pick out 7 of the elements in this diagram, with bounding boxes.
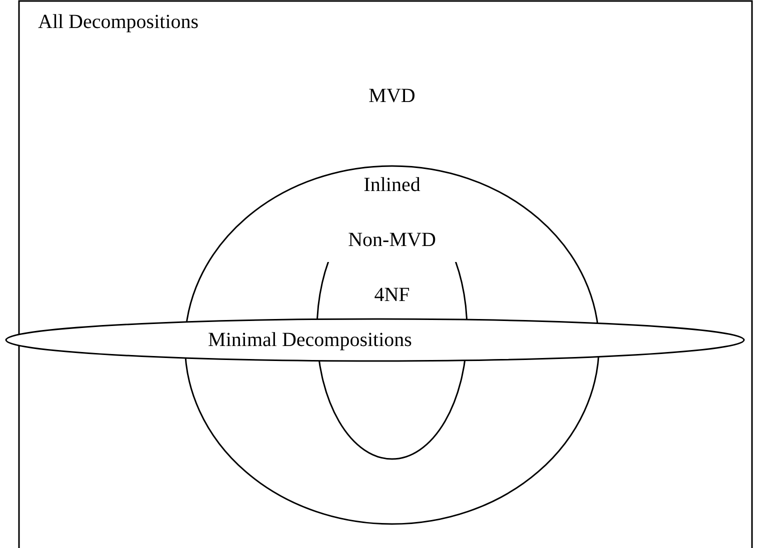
set-label: 4NF [374, 283, 410, 307]
set-label: All Decompositions [38, 10, 199, 34]
set-ellipse [184, 165, 600, 525]
region-label: MVD [368, 84, 416, 108]
set-label: Minimal Decompositions [208, 328, 412, 352]
region-label: Non-MVD [348, 228, 436, 252]
set-label: Inlined [364, 173, 420, 197]
